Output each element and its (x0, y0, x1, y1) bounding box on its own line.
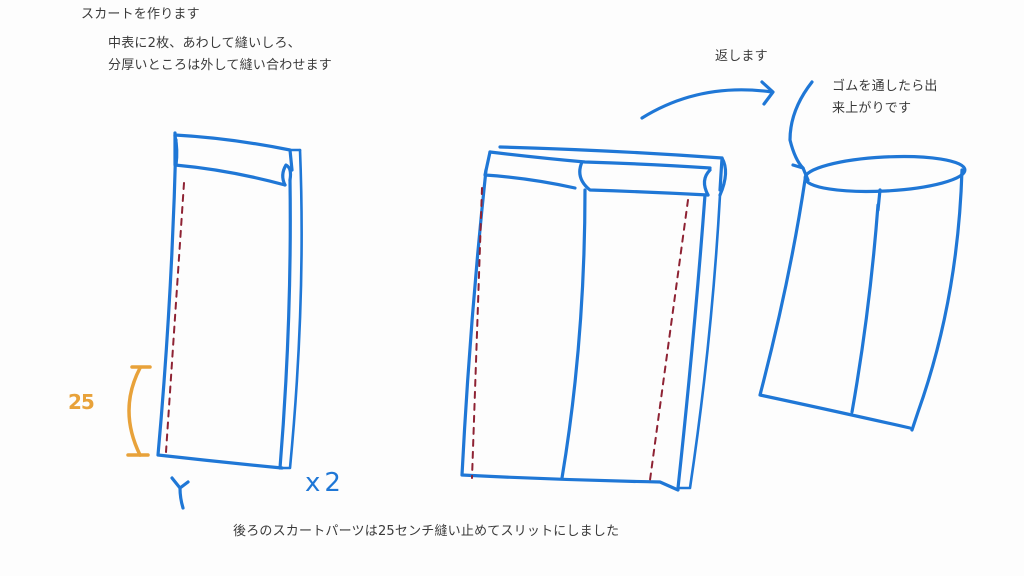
slit-measure-bracket (126, 365, 152, 457)
sewn-skirt-panels (460, 145, 728, 492)
step2-note: 返します (715, 49, 768, 64)
turn-arrow (640, 80, 775, 120)
step3-line1: ゴムを通したら出 (832, 79, 938, 94)
step1-line1: 中表に2枚、あわして縫いしろ、 (108, 36, 301, 51)
step3-line2: 来上がりです (832, 101, 912, 116)
finished-skirt (758, 80, 967, 432)
step1-line2: 分厚いところは外して縫い合わせます (108, 58, 333, 73)
step1-note: 中表に2枚、あわして縫いしろ、 分厚いところは外して縫い合わせます (108, 33, 332, 77)
bottom-note: 後ろのスカートパーツは25センチ縫い止めてスリットにしました (233, 524, 620, 539)
step3-note: ゴムを通したら出 来上がりです (832, 76, 938, 120)
single-skirt-panel (156, 131, 303, 510)
title-note: スカートを作ります (81, 7, 200, 22)
piece-count-label: x2 (305, 468, 345, 498)
slit-length-label: 25 (68, 390, 95, 414)
